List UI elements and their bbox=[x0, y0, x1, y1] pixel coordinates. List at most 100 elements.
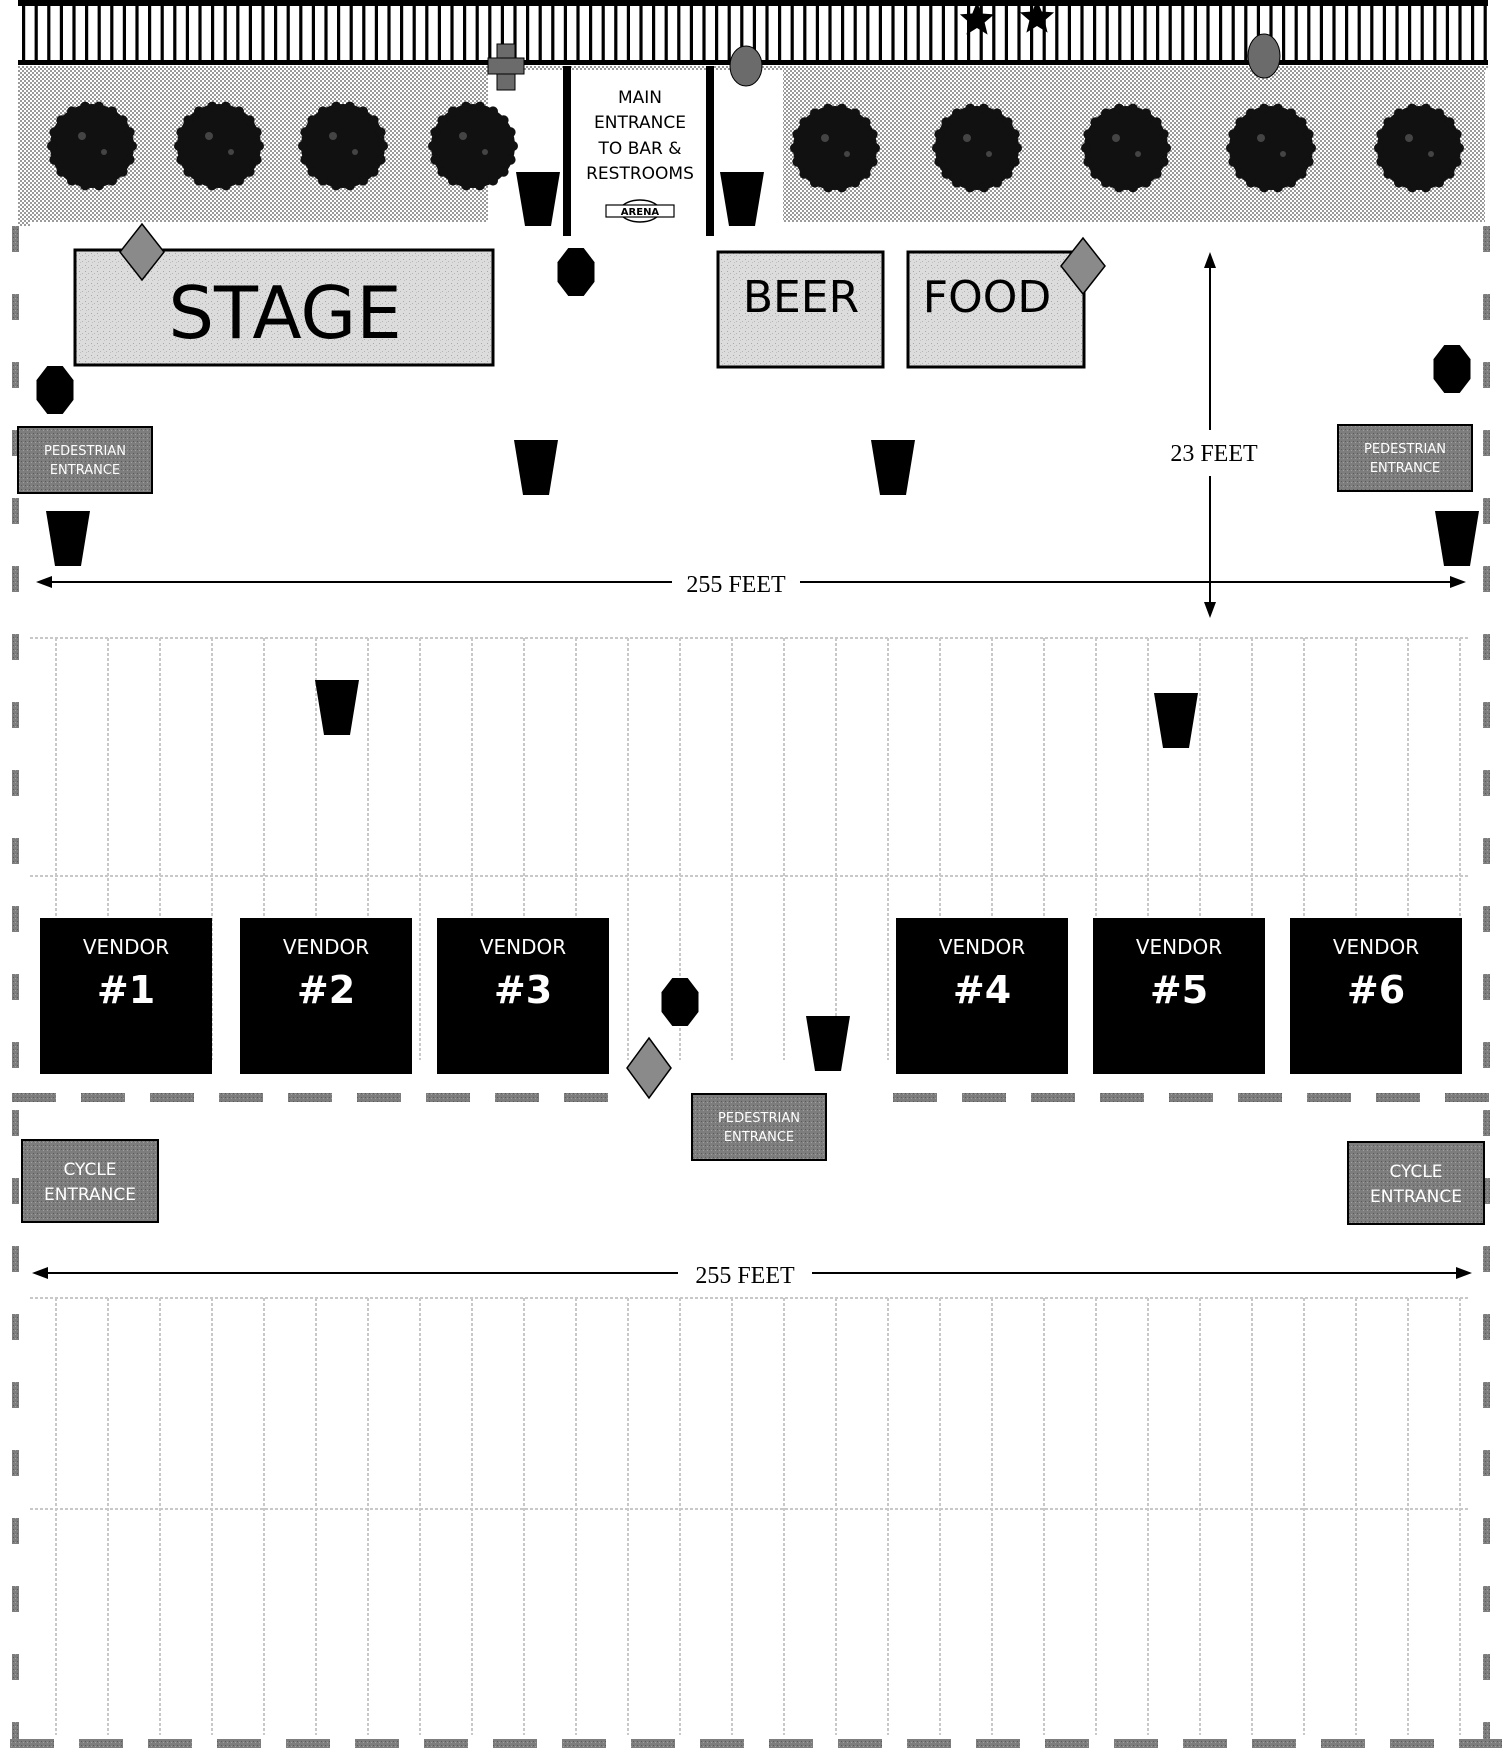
fence-picket bbox=[639, 0, 643, 62]
pedestrian-entrance-center[interactable]: PEDESTRIAN ENTRANCE bbox=[691, 1093, 827, 1161]
boundary-dash bbox=[426, 1093, 470, 1102]
fence-picket bbox=[526, 0, 530, 62]
vendor-booth-5[interactable]: VENDOR#5 bbox=[1093, 918, 1265, 1074]
fence-picket bbox=[286, 0, 290, 62]
fence-picket bbox=[1156, 0, 1160, 62]
fence-picket bbox=[551, 0, 555, 62]
boundary-dash bbox=[12, 1450, 19, 1476]
pedestrian-entrance-right[interactable]: PEDESTRIAN ENTRANCE bbox=[1337, 424, 1473, 492]
main-entrance-line-4: RESTROOMS bbox=[586, 164, 694, 184]
width-label-upper: 255 FEET bbox=[686, 572, 786, 598]
fence-picket bbox=[752, 0, 756, 62]
boundary-dash bbox=[12, 906, 19, 932]
boundary-dash bbox=[1483, 226, 1490, 252]
food-label: FOOD bbox=[923, 272, 1051, 323]
dimension-depth: 23 FEET bbox=[1170, 252, 1258, 618]
fence-picket bbox=[652, 0, 656, 62]
main-entrance: MAIN ENTRANCE TO BAR & RESTROOMS ARENA bbox=[563, 66, 714, 236]
fence-picket bbox=[891, 0, 895, 62]
boundary-dash bbox=[1483, 1246, 1490, 1272]
boundary-dash bbox=[12, 498, 19, 524]
octagon-marker-icon bbox=[557, 248, 595, 296]
boundary-dash bbox=[12, 1586, 19, 1612]
boundary-dash bbox=[12, 634, 19, 660]
boundary-dash bbox=[12, 226, 19, 252]
boundary-dash bbox=[907, 1739, 951, 1748]
diamond-marker-icon bbox=[1060, 236, 1106, 296]
fence-picket bbox=[223, 0, 227, 62]
tree-icon bbox=[1374, 103, 1464, 193]
octagon-markers bbox=[36, 248, 1471, 1026]
boundary-dash bbox=[1483, 634, 1490, 660]
boundary-dash bbox=[1483, 1314, 1490, 1340]
boundary-dash bbox=[1483, 974, 1490, 1000]
fence-picket bbox=[1471, 0, 1475, 62]
arena-logo: ARENA bbox=[605, 199, 675, 223]
fence-picket bbox=[1357, 0, 1361, 62]
tree-icon bbox=[932, 103, 1022, 193]
main-entrance-line-1: MAIN bbox=[618, 88, 662, 108]
boundary-dash bbox=[1483, 1518, 1490, 1544]
diamond-marker-icon bbox=[626, 1036, 672, 1100]
vendor-number: #1 bbox=[97, 968, 155, 1012]
svg-text:ENTRANCE: ENTRANCE bbox=[44, 1185, 136, 1205]
fence-picket bbox=[97, 0, 101, 62]
vendor-title: VENDOR bbox=[1136, 935, 1222, 959]
fence-picket bbox=[601, 0, 605, 62]
vendor-booth-6[interactable]: VENDOR#6 bbox=[1290, 918, 1462, 1074]
fence-picket bbox=[362, 0, 366, 62]
fence-picket bbox=[299, 0, 303, 62]
fence-picket bbox=[1256, 0, 1260, 62]
boundary-dash bbox=[12, 1093, 56, 1102]
trees bbox=[47, 101, 1464, 193]
cycle-entrance-right[interactable]: CYCLE ENTRANCE bbox=[1347, 1141, 1485, 1225]
fence-picket bbox=[664, 0, 668, 62]
fence-picket bbox=[828, 0, 832, 62]
tree-icon bbox=[298, 101, 388, 191]
boundary-dash bbox=[1252, 1739, 1296, 1748]
boundary-dash bbox=[217, 1739, 261, 1748]
hedge-area-far-left bbox=[18, 66, 30, 226]
octagon-marker-icon bbox=[1433, 345, 1471, 393]
vendor-booth-1[interactable]: VENDOR#1 bbox=[40, 918, 212, 1074]
fence-picket bbox=[1483, 0, 1487, 62]
boundary-dash bbox=[148, 1739, 192, 1748]
vendor-booth-4[interactable]: VENDOR#4 bbox=[896, 918, 1068, 1074]
boundary-dash bbox=[1376, 1093, 1420, 1102]
boundary-dash bbox=[1100, 1093, 1144, 1102]
fence-picket bbox=[1420, 0, 1424, 62]
fence-picket bbox=[589, 0, 593, 62]
boundary-dash bbox=[12, 1042, 19, 1068]
vendor-title: VENDOR bbox=[480, 935, 566, 959]
boundary-dash bbox=[12, 1722, 19, 1748]
svg-text:CYCLE: CYCLE bbox=[1389, 1162, 1442, 1182]
fence-picket bbox=[488, 0, 492, 62]
cross-icon bbox=[487, 43, 525, 91]
vendor-booth-3[interactable]: VENDOR#3 bbox=[437, 918, 609, 1074]
boundary-dash bbox=[12, 702, 19, 728]
star-icon bbox=[959, 0, 1055, 35]
boundary-dash bbox=[12, 838, 19, 864]
boundary-dash bbox=[357, 1093, 401, 1102]
boundary-dash bbox=[1169, 1093, 1213, 1102]
fence-picket bbox=[853, 0, 857, 62]
fence-picket bbox=[274, 0, 278, 62]
vendor-title: VENDOR bbox=[939, 935, 1025, 959]
beer-label: BEER bbox=[743, 272, 859, 323]
cone-marker-icon bbox=[315, 680, 359, 735]
fence-picket bbox=[614, 0, 618, 62]
vendor-booth-2[interactable]: VENDOR#2 bbox=[240, 918, 412, 1074]
boundary-dash bbox=[1459, 1739, 1502, 1748]
pedestrian-entrance-left[interactable]: PEDESTRIAN ENTRANCE bbox=[17, 426, 153, 494]
fence-picket bbox=[1042, 0, 1046, 62]
boundary-dash bbox=[12, 566, 19, 592]
fence-picket bbox=[22, 0, 26, 62]
cycle-entrance-left[interactable]: CYCLE ENTRANCE bbox=[21, 1139, 159, 1223]
fence-picket bbox=[148, 0, 152, 62]
fence-picket bbox=[110, 0, 114, 62]
fence-picket bbox=[916, 0, 920, 62]
depth-label: 23 FEET bbox=[1170, 441, 1258, 467]
boundary-dash bbox=[1483, 1110, 1490, 1136]
vendor-title: VENDOR bbox=[1333, 935, 1419, 959]
vendor-number: #2 bbox=[297, 968, 355, 1012]
